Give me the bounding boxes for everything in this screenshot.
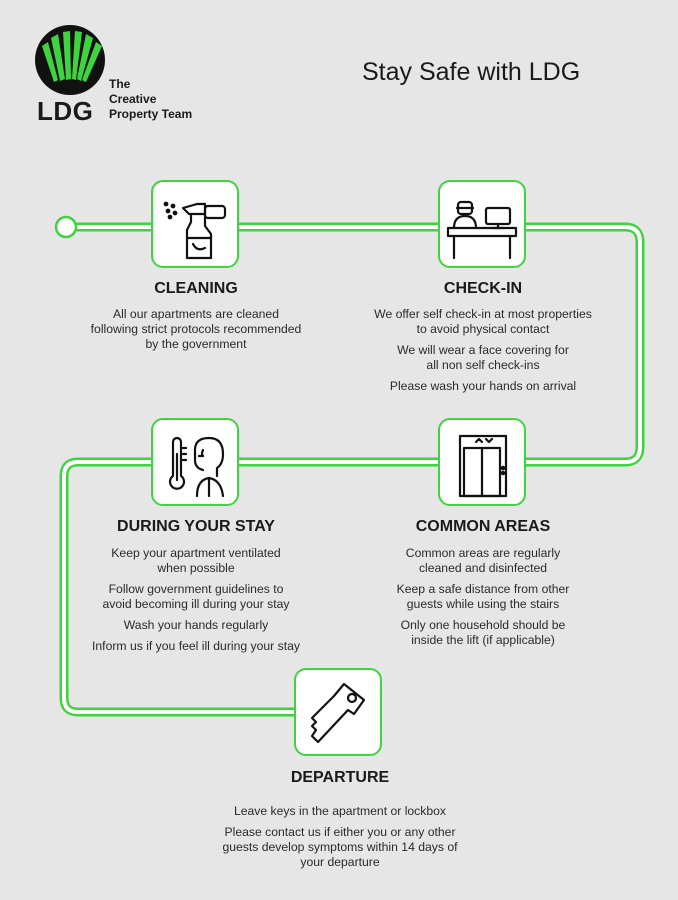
check-in-card [438, 180, 526, 268]
path-start-dot [54, 215, 78, 239]
step-line: Please contact us if either you or any o… [222, 825, 458, 869]
step-line: Only one household should be inside the … [400, 618, 566, 647]
step-line: Common areas are regularly cleaned and d… [405, 546, 561, 575]
step-desc-cleaning: All our apartments are cleaned following… [71, 307, 321, 358]
step-line: Keep your apartment ventilated when poss… [111, 546, 281, 575]
step-heading-cleaning: CLEANING [154, 280, 238, 297]
page-title: Stay Safe with LDG [362, 58, 581, 86]
step-line: Keep a safe distance from other guests w… [396, 582, 570, 611]
step-heading-during-your-stay: DURING YOUR STAY [117, 518, 275, 535]
step-line: Please wash your hands on arrival [389, 379, 577, 393]
step-line: Leave keys in the apartment or lockbox [233, 804, 447, 818]
step-desc-check-in: We offer self check-in at most propertie… [353, 307, 613, 400]
step-line: Follow government guidelines to avoid be… [102, 582, 290, 611]
step-line: All our apartments are cleaned following… [90, 307, 302, 351]
spray-bottle-icon [163, 201, 227, 260]
step-desc-departure: Leave keys in the apartment or lockbox P… [190, 804, 490, 876]
step-line: Inform us if you feel ill during your st… [92, 639, 300, 653]
key-icon [310, 682, 366, 744]
step-heading-common-areas: COMMON AREAS [415, 518, 551, 535]
step-heading-check-in: CHECK-IN [443, 280, 523, 297]
reception-desk-icon [446, 200, 518, 260]
elevator-icon [458, 434, 508, 498]
step-heading-departure: DEPARTURE [290, 769, 390, 786]
ldg-logo: LDG The Creative Property Team [34, 24, 214, 134]
step-desc-during-your-stay: Keep your apartment ventilated when poss… [66, 546, 326, 660]
cleaning-card [151, 180, 239, 268]
brand-letters: LDG [37, 96, 94, 126]
ldg-fan-logo-icon [35, 25, 105, 95]
thermometer-person-icon [168, 436, 225, 498]
during-your-stay-card [151, 418, 239, 506]
tagline-line: The [109, 77, 131, 91]
step-desc-common-areas: Common areas are regularly cleaned and d… [363, 546, 603, 654]
step-line: We will wear a face covering for all non… [397, 343, 569, 372]
tagline-line: Property Team [109, 107, 193, 121]
departure-card [294, 668, 382, 756]
common-areas-card [438, 418, 526, 506]
brand-tagline: The Creative Property Team [109, 77, 192, 122]
tagline-line: Creative [109, 92, 157, 106]
step-line: We offer self check-in at most propertie… [374, 307, 592, 336]
step-line: Wash your hands regularly [123, 618, 269, 632]
